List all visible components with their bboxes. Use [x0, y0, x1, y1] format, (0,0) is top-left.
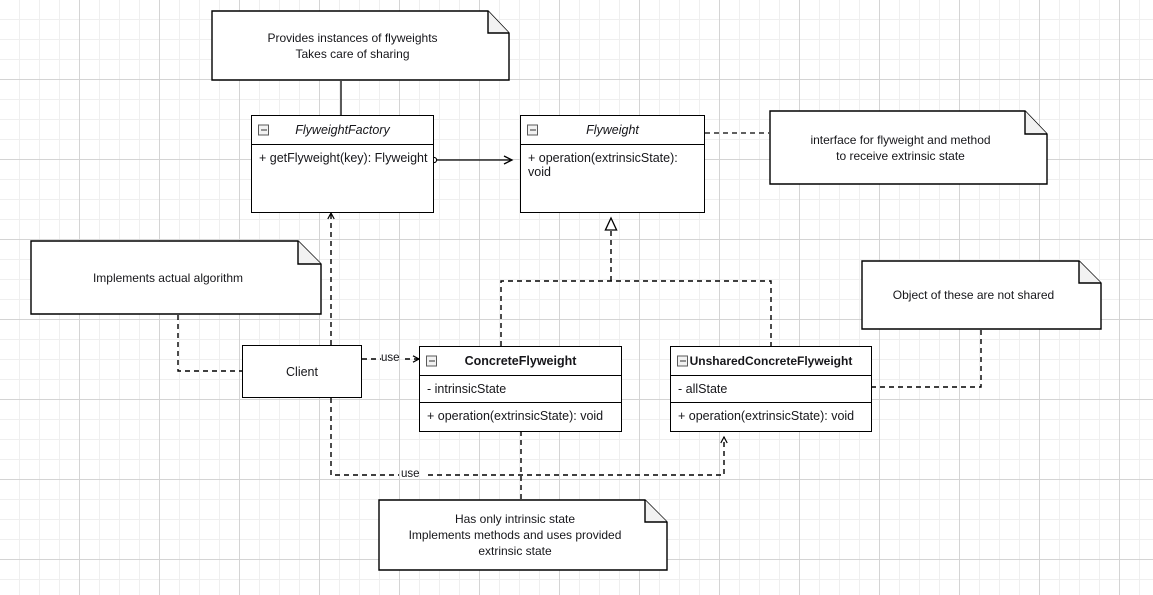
connector-note-unshared-to-class — [872, 330, 982, 388]
class-name: UnsharedConcreteFlyweight — [689, 354, 853, 368]
note-shape — [861, 260, 1102, 330]
connector-realization-to-flyweight — [500, 216, 772, 346]
class-header: Flyweight — [521, 116, 704, 145]
box-label: Client — [286, 364, 318, 379]
note-text: Provides instances of flyweights Takes c… — [267, 30, 438, 61]
collapse-minus-icon[interactable] — [426, 355, 437, 367]
class-operations: + operation(extrinsicState): void — [521, 145, 704, 212]
note-shape — [769, 110, 1048, 185]
note-interface-flyweight[interactable]: interface for flyweight and method to re… — [769, 110, 1048, 185]
connector-note-client-to-client — [177, 315, 242, 372]
operation-item: + operation(extrinsicState): void — [678, 409, 855, 423]
class-header: ConcreteFlyweight — [420, 347, 621, 376]
class-operations: + getFlyweight(key): Flyweight — [252, 145, 433, 212]
operation-item: + getFlyweight(key): Flyweight — [259, 151, 428, 165]
note-shape — [211, 10, 510, 81]
operation-item: + operation(extrinsicState): void — [427, 409, 604, 423]
class-flyweightfactory[interactable]: FlyweightFactory + getFlyweight(key): Fl… — [251, 115, 434, 213]
class-attributes: - intrinsicState — [420, 376, 621, 403]
note-implements-actual-algorithm[interactable]: Implements actual algorithm — [30, 240, 322, 315]
note-text: interface for flyweight and method to re… — [810, 132, 991, 163]
edge-label-use-concrete: use — [381, 352, 400, 364]
note-shape — [378, 499, 668, 571]
class-attributes: - allState — [671, 376, 871, 403]
class-header: UnsharedConcreteFlyweight — [671, 347, 871, 376]
note-shape — [30, 240, 322, 315]
collapse-minus-icon[interactable] — [527, 124, 538, 136]
class-flyweight[interactable]: Flyweight + operation(extrinsicState): v… — [520, 115, 705, 213]
note-text: Implements actual algorithm — [92, 270, 244, 285]
edge-label-use-unshared: use — [401, 468, 420, 480]
note-text: Has only intrinsic state Implements meth… — [408, 512, 622, 558]
collapse-minus-icon[interactable] — [677, 355, 688, 367]
class-header: FlyweightFactory — [252, 116, 433, 145]
attribute-item: - allState — [678, 382, 728, 396]
class-operations: + operation(extrinsicState): void — [671, 403, 871, 429]
collapse-minus-icon[interactable] — [258, 124, 269, 136]
note-has-only-intrinsic-state[interactable]: Has only intrinsic state Implements meth… — [378, 499, 668, 571]
note-text: Object of these are not shared — [892, 288, 1055, 302]
class-unsharedconcreteflyweight[interactable]: UnsharedConcreteFlyweight - allState + o… — [670, 346, 872, 432]
attribute-item: - intrinsicState — [427, 382, 507, 396]
class-name: FlyweightFactory — [295, 123, 390, 137]
box-client[interactable]: Client — [242, 345, 362, 398]
class-name: Flyweight — [586, 123, 639, 137]
class-concreteflyweight[interactable]: ConcreteFlyweight - intrinsicState + ope… — [419, 346, 622, 432]
class-operations: + operation(extrinsicState): void — [420, 403, 621, 429]
note-object-not-shared[interactable]: Object of these are not shared — [861, 260, 1102, 330]
operation-item: + operation(extrinsicState): void — [528, 151, 678, 179]
note-provides-instances[interactable]: Provides instances of flyweights Takes c… — [211, 10, 510, 81]
class-name: ConcreteFlyweight — [464, 354, 577, 368]
